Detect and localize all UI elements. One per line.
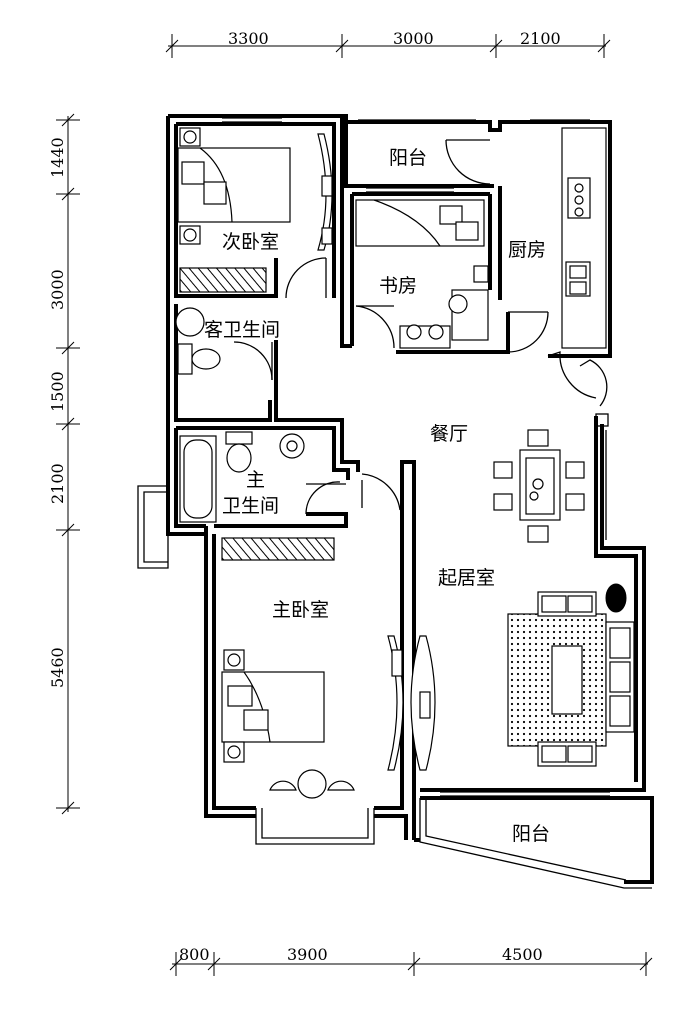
dimension-bottom: 800 3900 4500	[169, 945, 653, 976]
label-kitchen: 厨房	[508, 239, 546, 261]
kitchen-counter	[561, 127, 607, 349]
label-balcony-south: 阳台	[512, 823, 550, 845]
dimension-top: 3300 3000 2100	[165, 29, 611, 58]
label-master-bedroom: 主卧室	[272, 599, 329, 621]
wardrobe-master-bedroom	[221, 537, 335, 561]
dim-left-2: 3000	[48, 269, 67, 310]
dim-top-2: 3000	[393, 29, 434, 48]
bed-second-bedroom	[177, 127, 333, 251]
label-living-room: 起居室	[438, 567, 495, 589]
label-guest-bathroom: 客卫生间	[204, 319, 280, 341]
dimension-left: 1440 3000 1500 2100 5460	[48, 113, 80, 815]
dim-bottom-3: 4500	[502, 945, 543, 964]
label-study: 书房	[379, 275, 417, 297]
wardrobe-second-bedroom	[179, 267, 267, 293]
room-labels: 次卧室 阳台 书房 厨房 客卫生间 餐厅 主 卫生间 起居室 主卧室 阳台	[204, 147, 550, 845]
dim-top-1: 3300	[228, 29, 269, 48]
bed-master	[221, 635, 436, 799]
label-dining: 餐厅	[430, 423, 468, 445]
dim-top-3: 2100	[520, 29, 561, 48]
guest-bath-fixtures	[175, 307, 221, 375]
dim-left-3: 1500	[48, 371, 67, 412]
doors	[233, 139, 608, 515]
windows	[222, 117, 610, 797]
living-sofa-set	[507, 583, 635, 767]
master-bath-fixtures	[179, 431, 305, 523]
walls	[137, 114, 654, 889]
label-balcony-north: 阳台	[389, 147, 427, 169]
bed-study	[355, 199, 489, 349]
dim-bottom-2: 3900	[287, 945, 328, 964]
dim-left-4: 2100	[48, 463, 67, 504]
dim-left-1: 1440	[48, 137, 67, 178]
label-master-bath-2: 卫生间	[222, 495, 279, 517]
label-second-bedroom: 次卧室	[222, 231, 279, 253]
furniture	[175, 127, 635, 799]
plant-icon	[605, 583, 627, 613]
dim-left-5: 5460	[48, 647, 67, 688]
label-master-bath-1: 主	[246, 469, 265, 491]
dining-set	[493, 429, 585, 543]
dim-bottom-1: 800	[179, 945, 210, 964]
